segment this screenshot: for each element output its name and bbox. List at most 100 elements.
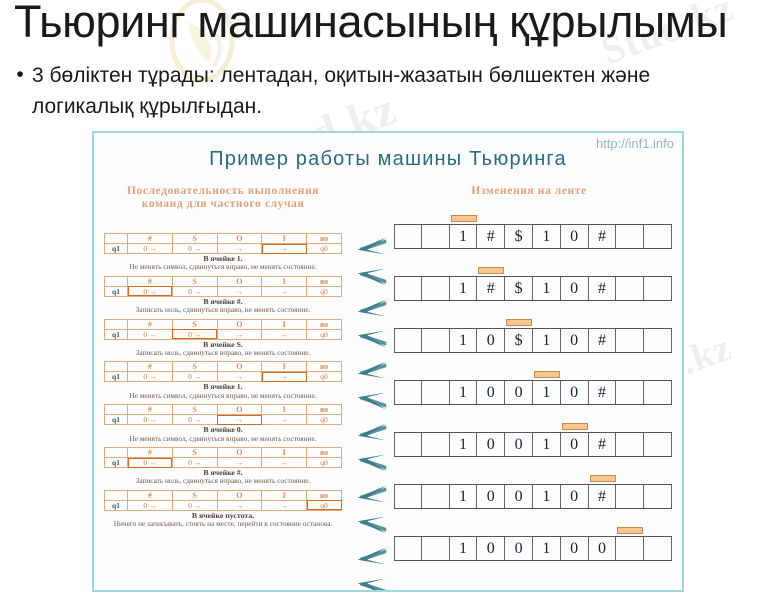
table-header-cell: яо [306, 447, 342, 459]
caption-title: В ячейке S. [203, 339, 243, 349]
highlighted-command-cell: 0 → [127, 285, 173, 297]
table-header-cell: I [261, 275, 307, 287]
tape-cell: # [589, 225, 617, 248]
tape-cell: 0 [505, 433, 533, 456]
tape-cell: 0 [561, 433, 589, 456]
table-header-cell [104, 233, 128, 244]
command-caption: В ячейке пустота.Ничего не записывать, с… [104, 511, 342, 529]
tape-cell: 0 [561, 225, 589, 248]
tape-cell: 0 [477, 433, 506, 456]
tape-cell: 1 [533, 381, 561, 404]
table-header-cell: O [216, 447, 263, 459]
highlighted-command-cell: → [261, 243, 307, 254]
tape-cell [422, 485, 450, 508]
table-header-cell [104, 489, 128, 501]
arrow-up-left-icon [352, 543, 392, 574]
highlighted-command-cell: 0 → [127, 457, 173, 469]
table-header-cell [104, 447, 128, 459]
tape-cell: 1 [450, 537, 478, 560]
table-cell: q1 [104, 457, 128, 469]
tape-cell [616, 537, 645, 560]
tape-head-marker [589, 475, 616, 482]
tape-cell: 0 [561, 537, 589, 560]
tape-cell [422, 329, 450, 352]
command-caption: В ячейке 1.Не менять символ, сдвинуться … [104, 383, 342, 400]
table-header-cell: I [261, 361, 307, 373]
table-cell: → [216, 457, 263, 469]
table-cell: q1 [104, 414, 128, 426]
table-cell: q1 [104, 328, 128, 340]
table-header-cell: # [127, 404, 173, 416]
highlighted-command-cell: q0 [306, 499, 342, 511]
tape-cell: $ [505, 277, 533, 300]
table-cell: 0 → [171, 414, 218, 426]
arrow-up-left-icon [352, 481, 392, 512]
table-header-cell: S [171, 361, 218, 373]
tape-cell: 1 [450, 381, 478, 404]
table-header-cell: S [171, 489, 218, 501]
caption-body: Не менять символ, сдвинуться вправо, не … [129, 390, 317, 400]
table-header-cell: S [171, 404, 218, 416]
tape-cell: $ [505, 225, 533, 248]
tape-cell: 0 [561, 485, 589, 508]
table-header-cell: O [216, 318, 263, 330]
tape-cell [644, 485, 672, 508]
table-header-cell: # [127, 447, 173, 459]
table-header-cell: яо [306, 275, 342, 287]
caption-body: Не менять символ, сдвинуться вправо, не … [129, 433, 317, 443]
arrow-down-right-icon [352, 388, 392, 419]
table-header-cell: яо [306, 233, 342, 244]
figure-source-url: http://inf1.info [595, 136, 674, 151]
table-cell: q1 [104, 243, 128, 254]
table-header-cell: яо [306, 404, 342, 416]
arrow-up-left-icon [352, 357, 392, 388]
tape-head-marker [534, 371, 560, 378]
table-header-cell: I [261, 489, 307, 501]
table-cell: q1 [104, 285, 128, 297]
tape-head-marker [561, 423, 588, 430]
left-column-header: Последовательность выполнения команд для… [127, 185, 319, 210]
tape-cell: 0 [477, 329, 506, 352]
table-cell: → [216, 328, 263, 340]
tape-cell [644, 329, 672, 352]
tape-cell: # [589, 277, 617, 300]
table-cell: → [216, 243, 263, 254]
tape-cell [616, 225, 645, 248]
table-cell: → [261, 499, 307, 511]
table-header-cell: яо [306, 318, 342, 330]
table-header-cell [104, 275, 128, 287]
tape-cell [616, 433, 645, 456]
command-caption: В ячейке #.Записать ноль, сдвинуться впр… [104, 468, 342, 486]
tape-cell [422, 433, 450, 456]
tape-head-marker [478, 267, 505, 274]
arrow-down-right-icon [352, 450, 392, 481]
table-cell: → [261, 285, 307, 297]
tape-cell [616, 329, 645, 352]
table-header-cell [104, 404, 128, 416]
bullet-list: • 3 бөліктен тұрады: лентадан, оқитын-жа… [8, 60, 748, 122]
table-header-cell: O [216, 233, 263, 244]
command-caption: В ячейке #.Записать ноль, сдвинуться впр… [104, 297, 342, 315]
highlighted-command-cell: → [261, 371, 307, 383]
